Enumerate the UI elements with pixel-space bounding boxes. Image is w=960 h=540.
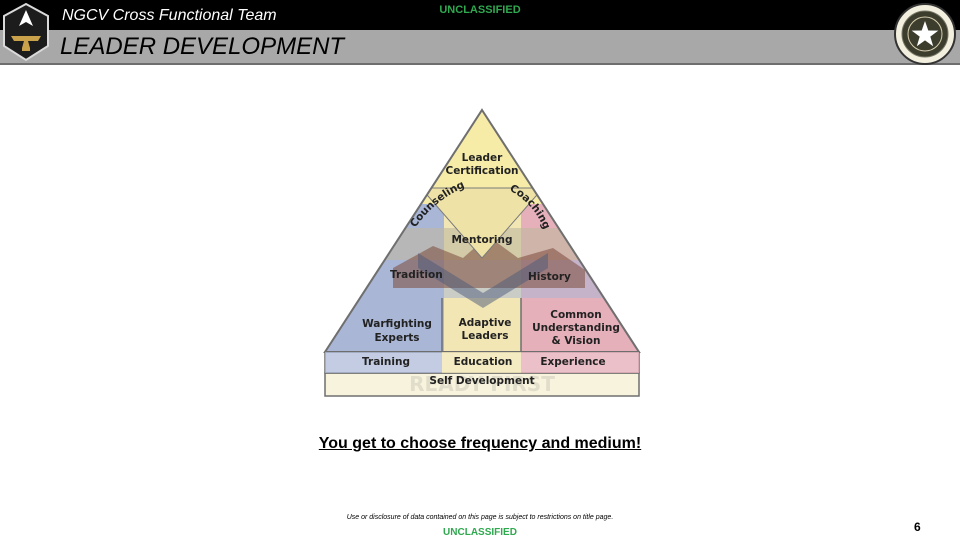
classification-banner-bottom: UNCLASSIFIED — [0, 527, 960, 538]
warfighting-label-line2: Experts — [374, 332, 419, 344]
education-label: Education — [454, 356, 513, 368]
classification-banner-top: UNCLASSIFIED — [0, 4, 960, 16]
page-number: 6 — [914, 520, 921, 534]
disclaimer: Use or disclosure of data contained on t… — [0, 514, 960, 521]
history-label: History — [528, 271, 571, 283]
tradition-label: Tradition — [390, 269, 443, 281]
common-label-line2: Understanding — [532, 322, 620, 334]
mentoring-label: Mentoring — [451, 234, 512, 246]
adaptive-label-line2: Leaders — [462, 330, 509, 342]
leader-development-pyramid: READY FIRST Leader Certification Counsel… — [323, 108, 641, 400]
experience-label: Experience — [540, 356, 605, 368]
self-development-label: Self Development — [429, 375, 534, 387]
section-title: LEADER DEVELOPMENT — [60, 33, 344, 61]
warfighting-label-line1: Warfighting — [362, 318, 432, 330]
apex-label-line1: Leader — [462, 152, 504, 164]
training-label: Training — [362, 356, 410, 368]
apex-label-line2: Certification — [445, 165, 518, 177]
common-label-line3: & Vision — [552, 335, 601, 347]
army-seal-logo — [893, 2, 957, 66]
common-label-line1: Common — [550, 309, 602, 321]
tagline: You get to choose frequency and medium! — [0, 435, 960, 453]
adaptive-label-line1: Adaptive — [459, 317, 512, 329]
